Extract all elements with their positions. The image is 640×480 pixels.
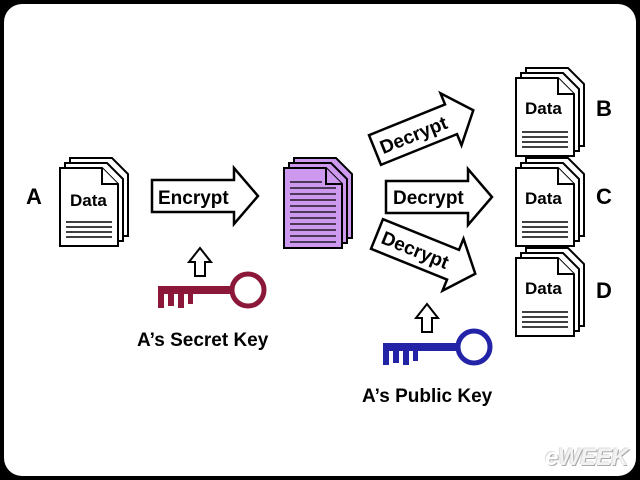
up-arrow-icon (413, 302, 441, 333)
party-c-label: C (596, 184, 612, 209)
document-c-label: Data (525, 189, 562, 208)
document-b-label: Data (525, 99, 562, 118)
secret-key-label: A’s Secret Key (137, 330, 269, 351)
document-b: Data (515, 67, 585, 157)
arrow-right-icon (367, 90, 475, 167)
source-document-label: Data (70, 191, 107, 210)
party-b-label: B (596, 96, 612, 121)
arrow-right-icon (150, 164, 260, 228)
source-document: Data (59, 157, 129, 247)
encrypt-arrow: Encrypt (150, 164, 260, 228)
secret-key-icon (158, 271, 267, 309)
party-a-label: A (26, 184, 42, 209)
decrypt-label-c: Decrypt (393, 188, 464, 209)
arrow-right-icon (369, 217, 477, 294)
eweek-logo: eWEEK (545, 444, 628, 472)
decrypt-arrow-c: Decrypt (384, 165, 494, 229)
party-d-label: D (596, 278, 612, 303)
decrypt-arrow-b: Decrypt (367, 90, 475, 167)
public-key-icon (383, 328, 493, 366)
document-d-label: Data (525, 279, 562, 298)
public-key-label: A’s Public Key (362, 386, 493, 407)
document-c: Data (515, 157, 585, 247)
encrypted-document (283, 157, 353, 249)
document-d: Data (515, 247, 585, 337)
logo-e: e (545, 444, 558, 471)
encrypt-label: Encrypt (158, 188, 229, 209)
up-arrow-icon (186, 246, 214, 277)
logo-week: WEEK (558, 444, 629, 471)
arrow-right-icon (384, 165, 494, 229)
